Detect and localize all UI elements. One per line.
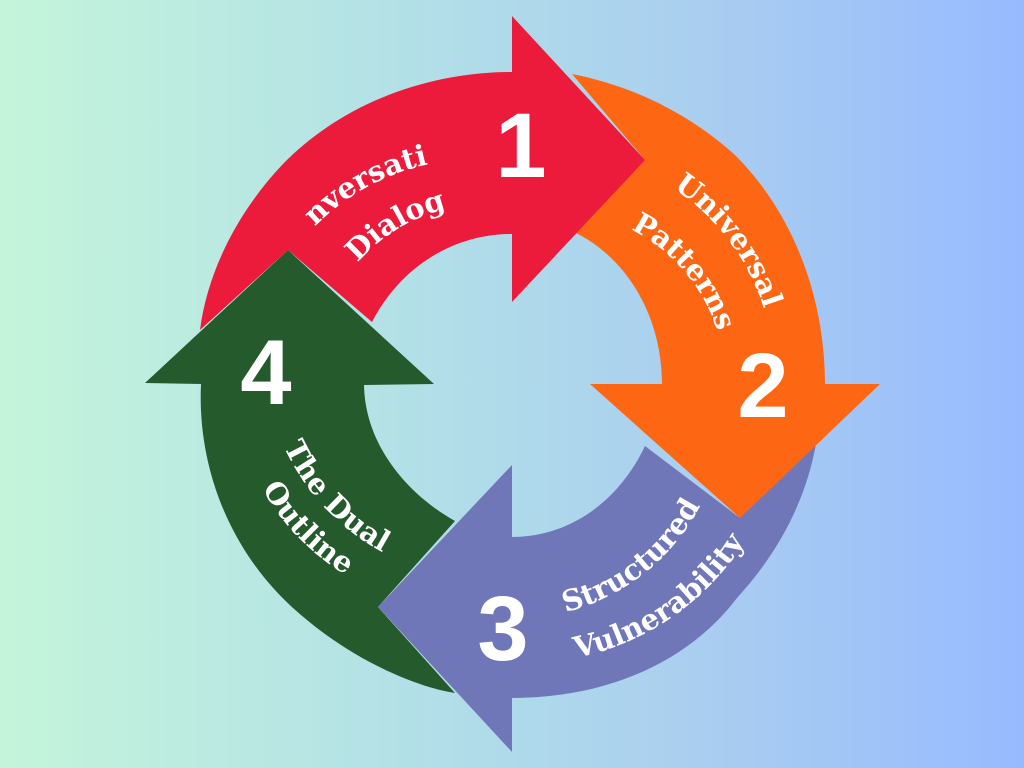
- segment-1-arrow: [200, 16, 645, 330]
- step-2-number: 2: [737, 335, 788, 437]
- segment-2-arrow: [565, 74, 880, 518]
- segment-3-arrow: [378, 430, 818, 752]
- step-4-number: 4: [240, 322, 291, 424]
- segment-4-arrow: [145, 250, 455, 693]
- step-1-number: 1: [495, 95, 546, 197]
- step-3-number: 3: [477, 578, 528, 680]
